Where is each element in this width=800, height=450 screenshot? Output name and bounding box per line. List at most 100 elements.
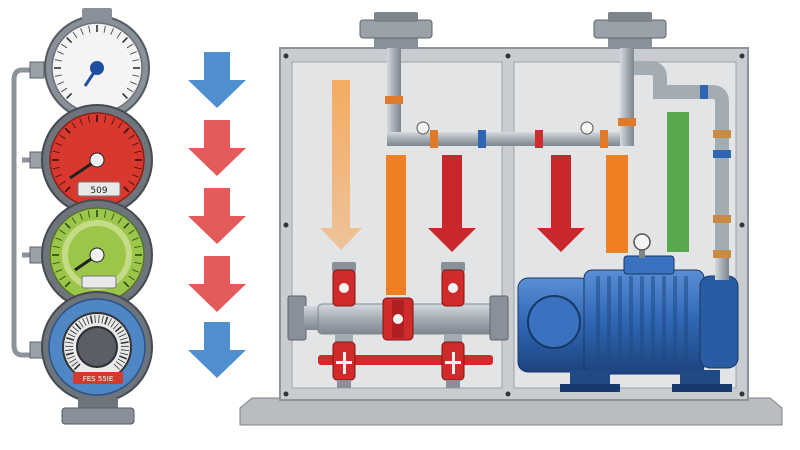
- gauge-tick: [104, 316, 109, 325]
- motor-cooling-fin: [640, 276, 644, 368]
- motor-cooling-fin: [651, 276, 655, 368]
- gauge-tick: [123, 127, 130, 134]
- gauge-tick: [118, 333, 127, 338]
- gauge-tick: [121, 37, 128, 44]
- gauge-tick: [119, 337, 128, 341]
- gauge-tick: [103, 25, 106, 33]
- gauge-tick: [65, 341, 74, 344]
- gauge-tick: [64, 222, 71, 229]
- gauge-tick: [52, 245, 60, 248]
- gauge-tick: [114, 325, 123, 333]
- red-pressure-gauge: 509: [29, 104, 153, 216]
- orange-pipe-fitting-4: [618, 118, 636, 126]
- gauge-tick: [107, 318, 112, 326]
- white-pressure-gauge: [29, 8, 150, 121]
- gauge-tick: [78, 320, 84, 328]
- gauge-tick: [89, 315, 93, 324]
- left-upper-valve: [332, 262, 356, 307]
- gauge-tick: [88, 25, 91, 33]
- gauge-tick: [134, 167, 142, 170]
- gauge-tick: [86, 316, 90, 325]
- gauge-tick: [57, 81, 64, 85]
- gauge-tick: [112, 323, 119, 330]
- gauge-tick: [52, 167, 60, 170]
- gauge-tick: [134, 245, 142, 248]
- gauge-tick: [123, 281, 130, 288]
- gauge-tick: [82, 318, 87, 326]
- orange-heat-bar-2: [606, 155, 628, 253]
- flow-arrow-column: [188, 52, 246, 378]
- gauge-tick: [120, 352, 129, 356]
- gauge-tick: [126, 87, 133, 93]
- gauge-tick: [79, 118, 83, 126]
- gauge-tick: [123, 222, 130, 229]
- gauge-tick: [55, 174, 63, 178]
- gauge-tick: [52, 262, 60, 265]
- red-gauge-label: 509: [90, 186, 107, 196]
- light-orange-heat-arrow: [320, 80, 362, 250]
- gauge-tick: [59, 229, 66, 235]
- gauge-tick: [134, 262, 142, 265]
- gauge-tick: [71, 122, 77, 129]
- gauge-tick: [87, 210, 90, 218]
- gauge-tick: [68, 358, 77, 364]
- motor-cooling-fin: [684, 276, 688, 368]
- gauge-tick: [120, 349, 129, 351]
- gauge-tick: [55, 269, 63, 273]
- gauge-tick: [131, 142, 139, 146]
- blue-pipe-fitting-2: [700, 85, 708, 99]
- gauge-tick: [61, 43, 68, 49]
- red-gate-valve: [382, 297, 414, 341]
- top-flange-left: [359, 12, 433, 49]
- inline-gauge-2: [580, 121, 594, 135]
- gauge-tick: [61, 87, 68, 93]
- motor-cooling-fin: [607, 276, 611, 368]
- gauge-tick: [131, 174, 139, 178]
- red-gauge-label-plate: [77, 181, 121, 197]
- red-heat-arrow-1: [428, 155, 476, 252]
- gauge-tick: [128, 229, 135, 235]
- gauge-connecting-tube: [11, 67, 42, 358]
- pump-gauge: [633, 233, 651, 251]
- gauge-tick: [111, 118, 115, 126]
- motor-cooling-fin: [596, 276, 600, 368]
- flow-meter-label: FES 55IE: [83, 375, 114, 383]
- gauge-tick: [73, 363, 81, 371]
- gauge-tick: [115, 361, 123, 367]
- gauge-tick: [123, 186, 130, 193]
- gauge-tick: [117, 217, 123, 224]
- gauge-tick: [64, 186, 71, 193]
- gauge-tick: [131, 237, 139, 241]
- gauge-tick: [67, 355, 75, 360]
- inline-gauge-1: [416, 121, 430, 135]
- gauge-tick: [117, 329, 125, 335]
- gauge-tick: [94, 315, 96, 324]
- gauge-tick: [104, 115, 107, 123]
- orange-heat-bar-1: [386, 155, 406, 295]
- motor-cooling-fin: [662, 276, 666, 368]
- gauge-tick: [54, 74, 62, 77]
- gauge-tick: [120, 341, 129, 345]
- gauge-tick: [132, 59, 140, 62]
- gauge-tick: [66, 92, 73, 99]
- gauge-tick: [101, 315, 104, 324]
- gauge-tick: [57, 51, 64, 55]
- gauge-tick: [128, 180, 135, 186]
- gauge-tick: [59, 275, 66, 281]
- gauge-tick: [130, 51, 137, 55]
- gauge-tick: [110, 320, 116, 328]
- gauge-tick: [126, 43, 133, 49]
- heat-indicators: [320, 80, 689, 295]
- gauge-tick: [128, 134, 135, 140]
- red-heat-arrow-2: [537, 155, 585, 252]
- gauge-tick: [74, 322, 82, 330]
- gauge-tick: [121, 92, 128, 99]
- gauge-tick: [111, 213, 115, 221]
- gauge-tick: [131, 269, 139, 273]
- gauge-tick: [64, 281, 71, 288]
- gauge-tick: [132, 74, 140, 77]
- lower-manifold: [287, 262, 509, 388]
- red-flow-arrow-2: [188, 188, 246, 244]
- gauge-tick: [65, 352, 74, 356]
- gauge-tick: [52, 150, 60, 153]
